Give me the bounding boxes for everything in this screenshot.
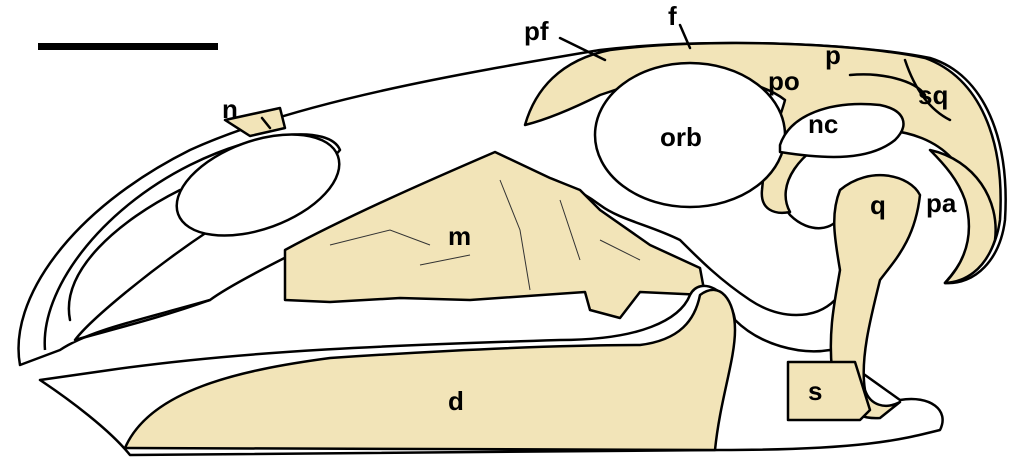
label-nc: nc	[808, 109, 838, 139]
pf-leader-line	[558, 36, 607, 62]
f-leader-line	[678, 23, 692, 50]
label-orb: orb	[660, 122, 702, 152]
maxilla-bone	[283, 150, 707, 320]
label-m: m	[448, 221, 471, 251]
label-pa: pa	[926, 188, 957, 218]
label-n: n	[222, 94, 238, 124]
nc-opening	[778, 102, 905, 159]
scale-bar	[38, 43, 218, 50]
label-q: q	[870, 190, 886, 220]
label-s: s	[808, 376, 822, 406]
label-f: f	[668, 1, 677, 31]
label-p: p	[825, 40, 841, 70]
n-leader-line	[260, 116, 272, 130]
roof-sutures	[848, 58, 952, 122]
naris-opening	[175, 133, 341, 237]
surangular-bone	[786, 360, 872, 422]
label-po: po	[768, 66, 800, 96]
label-d: d	[448, 386, 464, 416]
dentary-bone	[123, 288, 737, 452]
label-pf: pf	[524, 16, 549, 46]
maxilla-sutures	[329, 179, 641, 291]
quadrate-bone	[829, 174, 922, 420]
label-sq: sq	[918, 80, 948, 110]
premaxilla-inner	[67, 188, 182, 322]
paroccipital-bone	[928, 148, 997, 285]
